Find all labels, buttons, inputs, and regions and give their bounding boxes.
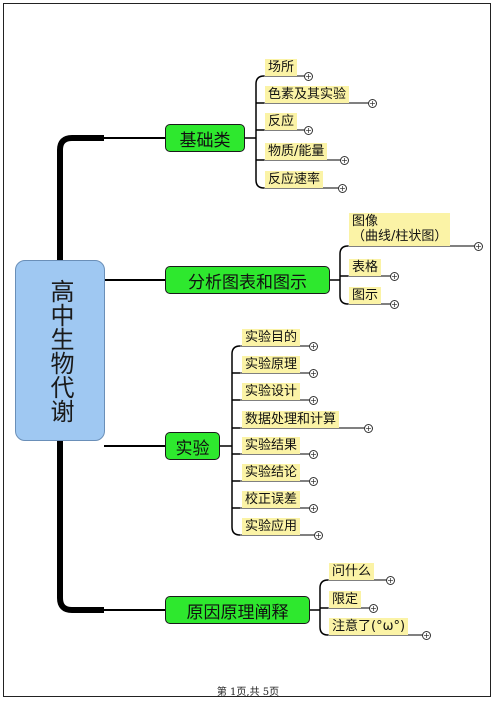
expand-plus-icon[interactable]: +	[309, 450, 318, 459]
leaf-node[interactable]: 实验应用	[242, 518, 301, 535]
expand-plus-icon[interactable]: +	[369, 604, 378, 613]
expand-plus-icon[interactable]: +	[309, 342, 318, 351]
leaf-node[interactable]: 物质/能量	[265, 143, 328, 160]
branch-node-reasoning[interactable]: 原因原理阐释	[165, 596, 310, 624]
root-label: 高中生物代谢	[46, 278, 74, 423]
expand-plus-icon[interactable]: +	[309, 369, 318, 378]
leaf-node[interactable]: 实验结果	[242, 437, 301, 454]
branch-label: 基础类	[179, 130, 231, 151]
branch-label: 原因原理阐释	[186, 602, 289, 623]
page-footer: 第 1页,共 5页	[216, 687, 280, 698]
expand-plus-icon[interactable]: +	[474, 242, 483, 251]
leaf-node[interactable]: 限定	[329, 591, 362, 608]
leaf-node[interactable]: 校正误差	[242, 491, 301, 508]
leaf-node[interactable]: 反应	[265, 113, 298, 130]
expand-plus-icon[interactable]: +	[422, 631, 431, 640]
expand-plus-icon[interactable]: +	[309, 477, 318, 486]
expand-plus-icon[interactable]: +	[364, 424, 373, 433]
leaf-node[interactable]: 实验结论	[242, 464, 301, 481]
expand-plus-icon[interactable]: +	[390, 300, 399, 309]
leaf-node[interactable]: 实验目的	[242, 329, 301, 346]
expand-plus-icon[interactable]: +	[314, 531, 323, 540]
expand-plus-icon[interactable]: +	[338, 184, 347, 193]
expand-plus-icon[interactable]: +	[340, 156, 349, 165]
expand-plus-icon[interactable]: +	[304, 126, 313, 135]
root-node[interactable]: 高中生物代谢	[15, 260, 105, 441]
expand-plus-icon[interactable]: +	[309, 504, 318, 513]
expand-plus-icon[interactable]: +	[304, 72, 313, 81]
leaf-node[interactable]: 注意了(°ω°)	[329, 618, 409, 635]
expand-plus-icon[interactable]: +	[368, 99, 377, 108]
leaf-node[interactable]: 反应速率	[265, 171, 324, 188]
leaf-node[interactable]: 图示	[349, 287, 382, 304]
page-border	[3, 3, 491, 697]
leaf-node[interactable]: 表格	[349, 259, 382, 276]
leaf-node[interactable]: 实验原理	[242, 356, 301, 373]
branch-label: 实验	[175, 438, 210, 459]
branch-node-chart-analysis[interactable]: 分析图表和图示	[165, 266, 330, 294]
expand-plus-icon[interactable]: +	[390, 272, 399, 281]
expand-plus-icon[interactable]: +	[386, 576, 395, 585]
leaf-node[interactable]: 数据处理和计算	[242, 411, 340, 428]
branch-label: 分析图表和图示	[188, 272, 307, 293]
expand-plus-icon[interactable]: +	[309, 396, 318, 405]
leaf-node[interactable]: 实验设计	[242, 383, 301, 400]
leaf-node[interactable]: 场所	[265, 59, 298, 76]
leaf-node[interactable]: 色素及其实验	[265, 86, 350, 103]
leaf-node[interactable]: 问什么	[329, 563, 375, 580]
branch-node-basics[interactable]: 基础类	[165, 124, 245, 152]
leaf-node[interactable]: 图像 （曲线/柱状图）	[349, 213, 451, 246]
branch-node-experiment[interactable]: 实验	[165, 432, 220, 460]
